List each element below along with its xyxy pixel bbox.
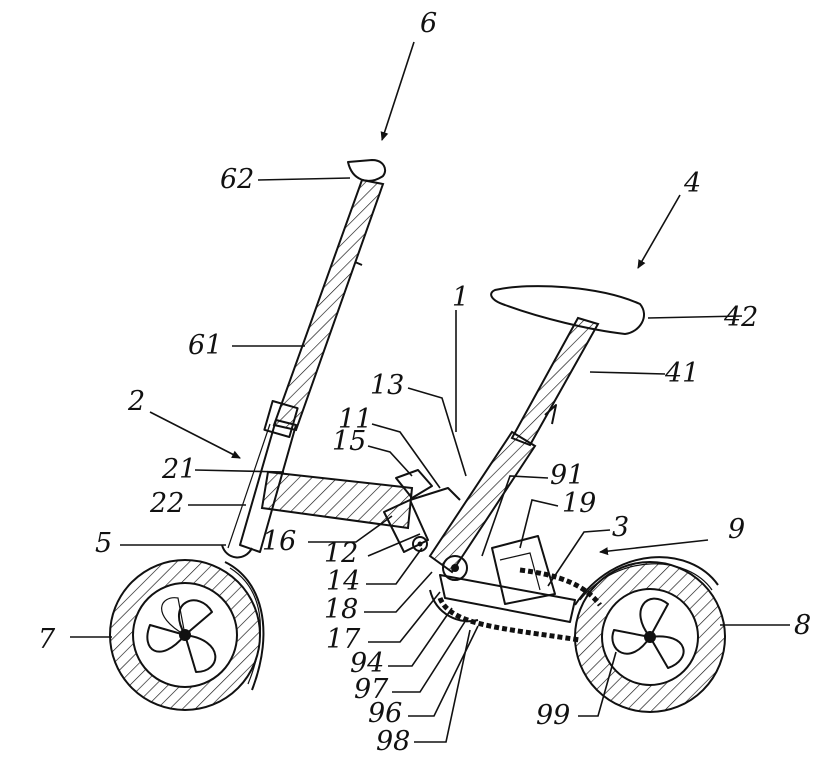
label-16: 16	[262, 526, 296, 557]
label-62: 62	[220, 164, 254, 195]
label-15: 15	[332, 426, 366, 457]
label-41: 41	[664, 358, 699, 389]
label-21: 21	[161, 454, 196, 485]
label-18: 18	[324, 594, 358, 625]
label-4: 4	[683, 168, 701, 199]
label-1: 1	[452, 282, 469, 313]
label-42: 42	[723, 302, 758, 333]
label-8: 8	[794, 610, 811, 641]
label-9: 9	[728, 514, 745, 545]
label-3: 3	[612, 512, 629, 543]
label-7: 7	[38, 624, 56, 655]
label-14: 14	[326, 566, 360, 597]
label-91: 91	[550, 460, 584, 491]
main-beam	[262, 472, 412, 528]
label-96: 96	[368, 698, 402, 729]
front-wheel	[110, 560, 260, 710]
label-61: 61	[188, 330, 222, 361]
label-13: 13	[370, 370, 404, 401]
label-22: 22	[149, 488, 184, 519]
label-5: 5	[95, 528, 112, 559]
rear-wheel	[575, 562, 725, 712]
seat-assembly	[491, 286, 644, 445]
label-2: 2	[127, 386, 145, 417]
down-tube	[430, 432, 535, 572]
label-19: 19	[562, 488, 596, 519]
label-12: 12	[324, 538, 358, 569]
label-99: 99	[536, 700, 570, 731]
label-98: 98	[376, 726, 410, 757]
handlebar-stem	[274, 160, 385, 430]
label-6: 6	[420, 8, 437, 39]
